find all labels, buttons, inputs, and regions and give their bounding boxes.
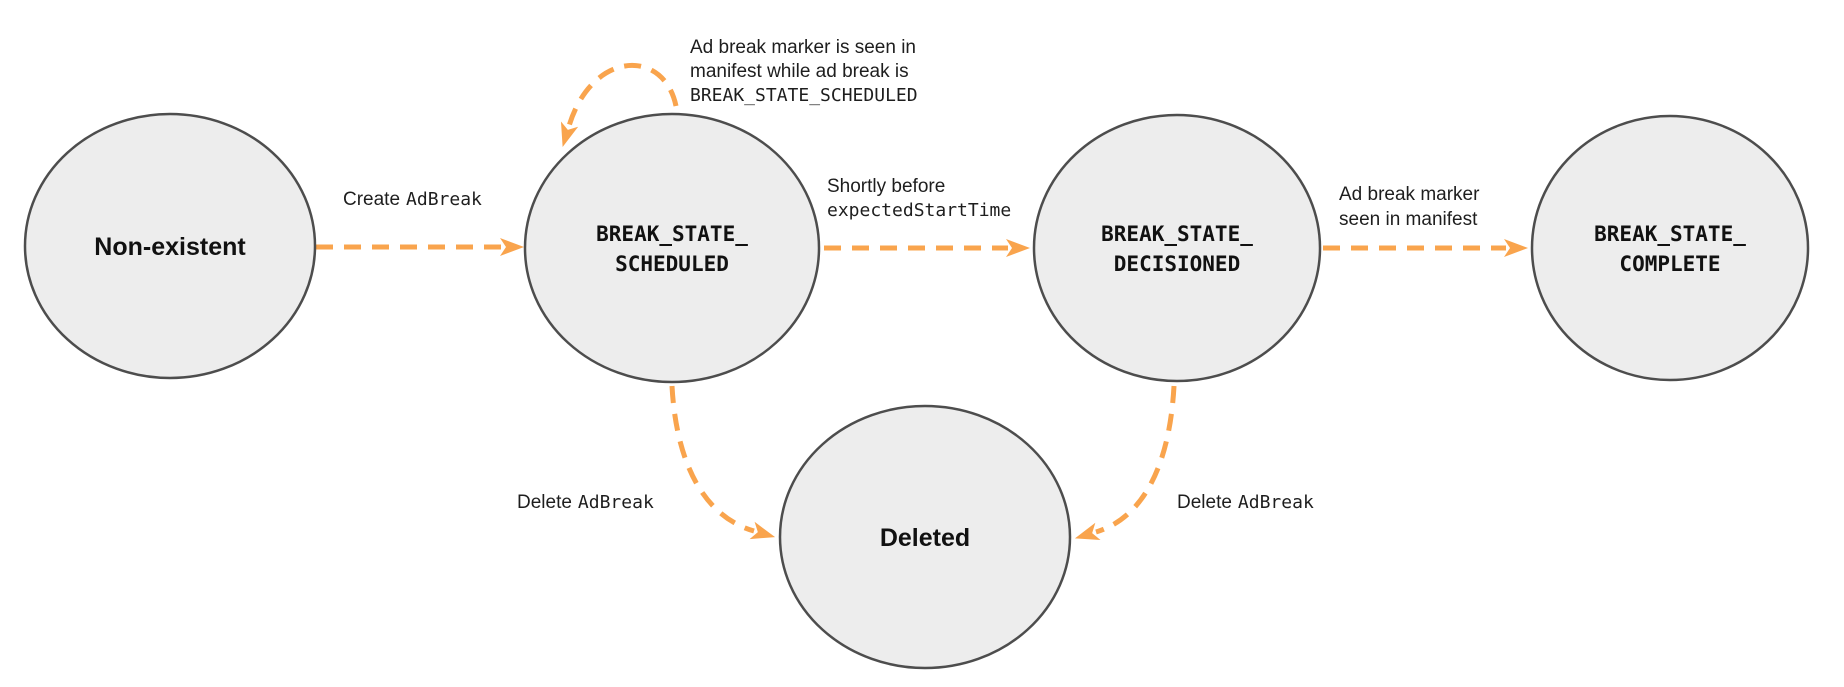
transition-scheduled-to-decisioned: Shortly before expectedStartTime	[824, 176, 1030, 257]
edge-label-marker-seen-line2: seen in manifest	[1339, 209, 1478, 230]
state-label-complete-line1: BREAK_STATE_	[1594, 222, 1746, 246]
state-circle-deleted	[778, 404, 1072, 670]
state-node-deleted: Deleted	[778, 404, 1072, 670]
state-label-non-existent: Non-existent	[94, 233, 246, 261]
state-label-deleted: Deleted	[880, 524, 970, 552]
arrow-decisioned-to-deleted	[1074, 385, 1177, 541]
state-label-decisioned-line1: BREAK_STATE_	[1101, 222, 1253, 246]
edge-label-marker-seen-line1: Ad break marker	[1339, 184, 1480, 205]
edge-label-self-loop-line3-code: BREAK_STATE_SCHEDULED	[690, 85, 918, 106]
arrow-scheduled-to-deleted	[669, 385, 776, 540]
state-label-scheduled-line2: SCHEDULED	[615, 252, 729, 276]
state-label-scheduled-line1: BREAK_STATE_	[596, 222, 748, 246]
state-label-decisioned-line2: DECISIONED	[1114, 252, 1240, 276]
state-circle-non-existent	[23, 112, 317, 380]
edge-label-shortly-before: Shortly before	[827, 176, 945, 197]
state-node-break-state-complete: BREAK_STATE_ COMPLETE	[1530, 114, 1810, 382]
state-circle-decisioned	[1032, 113, 1322, 383]
edge-label-self-loop-line1: Ad break marker is seen in	[690, 37, 916, 58]
arrow-self-loop	[560, 62, 679, 148]
transition-decisioned-to-complete: Ad break marker seen in manifest	[1323, 184, 1528, 257]
state-node-non-existent: Non-existent	[23, 112, 317, 380]
edge-label-self-loop-line2: manifest while ad break is	[690, 61, 909, 82]
edge-label-expected-start-time-code: expectedStartTime	[827, 200, 1011, 221]
state-circle-scheduled	[523, 112, 821, 384]
state-node-break-state-scheduled: BREAK_STATE_ SCHEDULED	[523, 112, 821, 384]
state-label-complete-line2: COMPLETE	[1619, 252, 1720, 276]
transition-self-loop-scheduled: Ad break marker is seen in manifest whil…	[560, 37, 918, 148]
state-node-break-state-decisioned: BREAK_STATE_ DECISIONED	[1032, 113, 1322, 383]
state-circle-complete	[1530, 114, 1810, 382]
